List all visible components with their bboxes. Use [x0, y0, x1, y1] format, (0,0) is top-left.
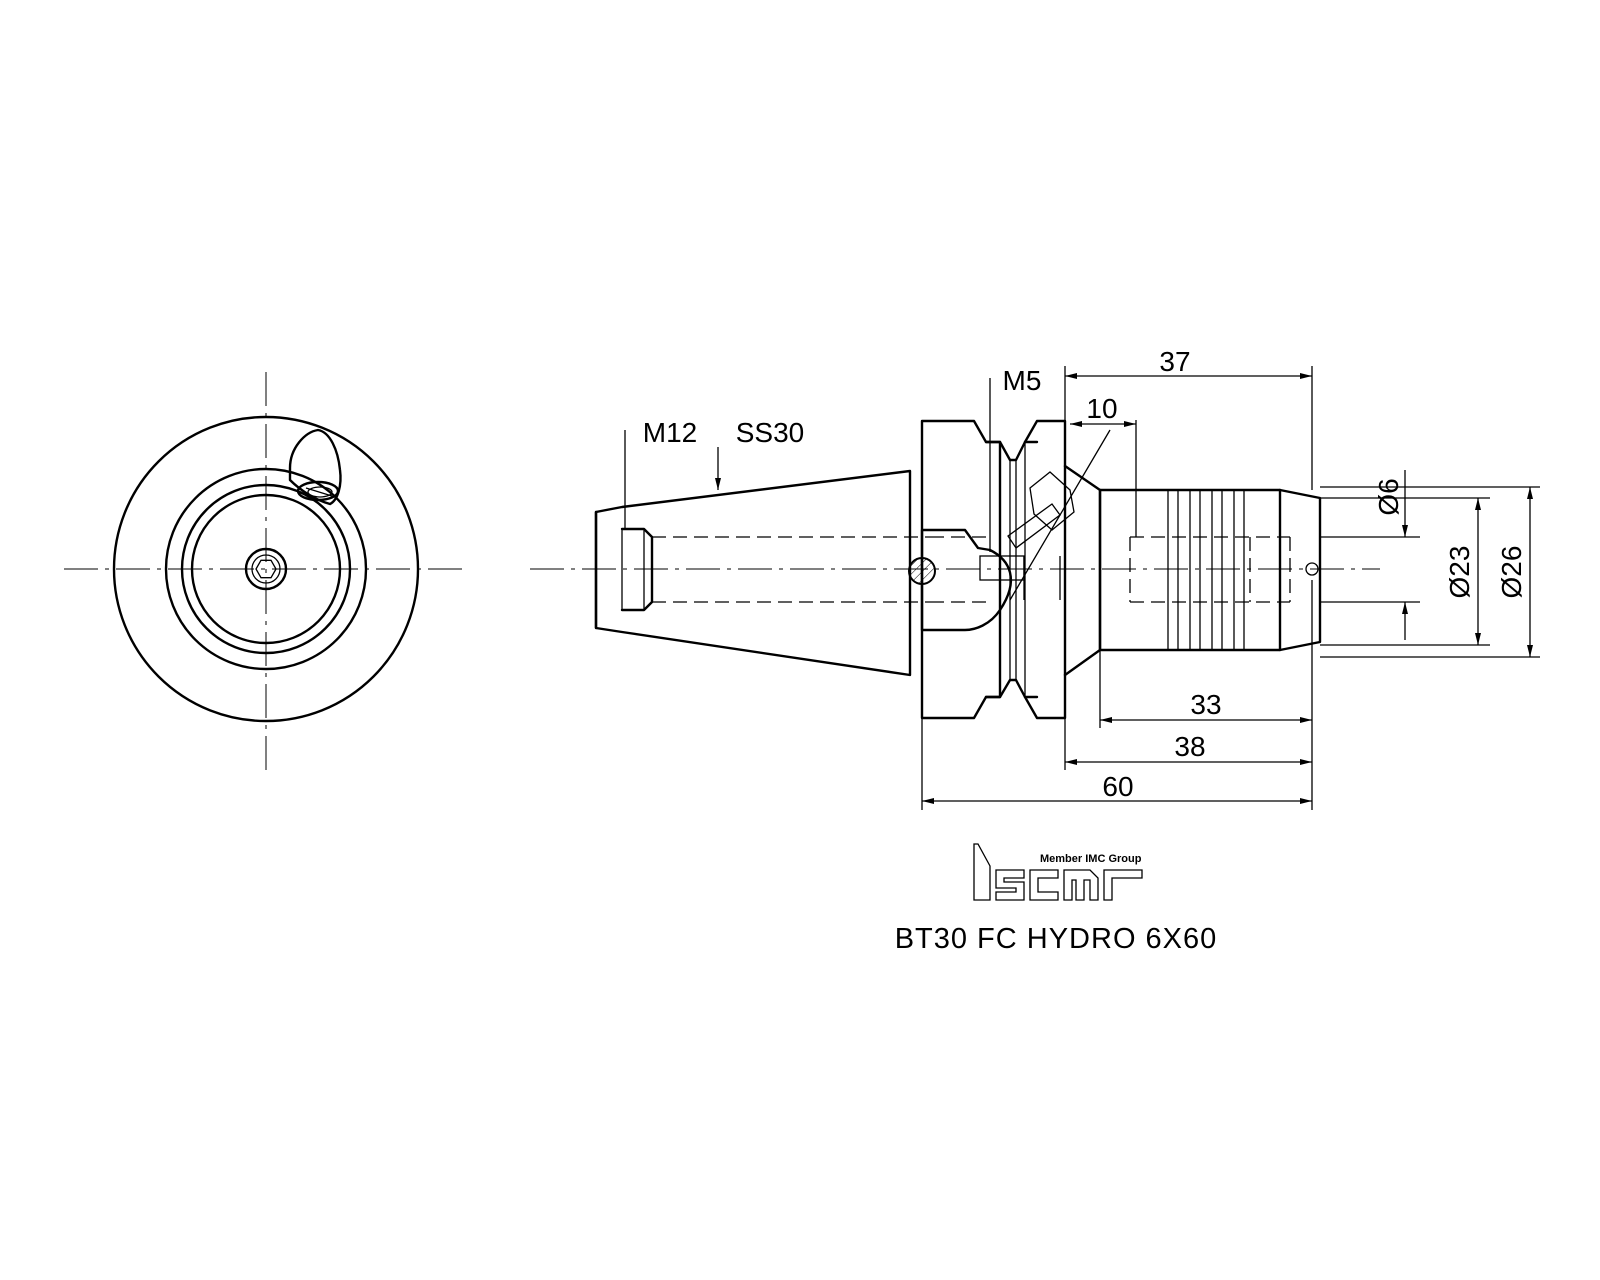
hydro-body	[1098, 488, 1322, 652]
side-view	[530, 419, 1380, 720]
drive-key-outline	[288, 428, 342, 506]
hex-socket-icon	[255, 559, 277, 579]
dim-dia6: Ø6	[1373, 478, 1404, 515]
dim-33: 33	[1190, 689, 1221, 720]
hex-insert-icon	[1029, 471, 1075, 531]
bore-circle	[190, 493, 342, 645]
screw-inner-circle	[251, 554, 281, 584]
flange-outer-circle	[112, 415, 420, 723]
dim-37: 37	[1159, 346, 1190, 377]
v-groove-bottom	[984, 678, 1039, 699]
dim-10: 10	[1086, 393, 1117, 424]
logo-mark	[973, 843, 1143, 901]
label-m5: M5	[1003, 365, 1042, 396]
dim-60: 60	[1102, 771, 1133, 802]
logo-tagline: Member IMC Group	[1040, 853, 1142, 865]
flange-cutout	[920, 528, 1012, 632]
flange-right	[1023, 419, 1067, 720]
body-circle	[180, 483, 352, 655]
dim-dia26: Ø26	[1496, 546, 1527, 599]
iscar-logo: Member IMC Group	[973, 843, 1143, 901]
front-view	[64, 372, 462, 770]
label-ss30: SS30	[736, 417, 805, 448]
screw-outer-circle	[244, 547, 288, 591]
dim-38: 38	[1174, 731, 1205, 762]
taper-shank	[594, 469, 912, 677]
clamp-screw-line	[305, 487, 333, 497]
dim-dia23: Ø23	[1444, 546, 1475, 599]
nose-hole	[1305, 562, 1319, 576]
flange-inner-circle	[164, 467, 368, 671]
label-m12: M12	[643, 417, 697, 448]
pull-stud-bore	[620, 527, 654, 612]
drawing-title: BT30 FC HYDRO 6X60	[895, 923, 1218, 955]
clamp-screw-axis	[1009, 429, 1111, 601]
dimensions: 37 10 M5 M12 SS30 Ø6 Ø23 Ø26 3	[624, 346, 1540, 810]
v-groove	[984, 440, 1039, 462]
clamp-screw-outer	[296, 480, 340, 502]
clamp-screw-inner	[307, 486, 333, 498]
